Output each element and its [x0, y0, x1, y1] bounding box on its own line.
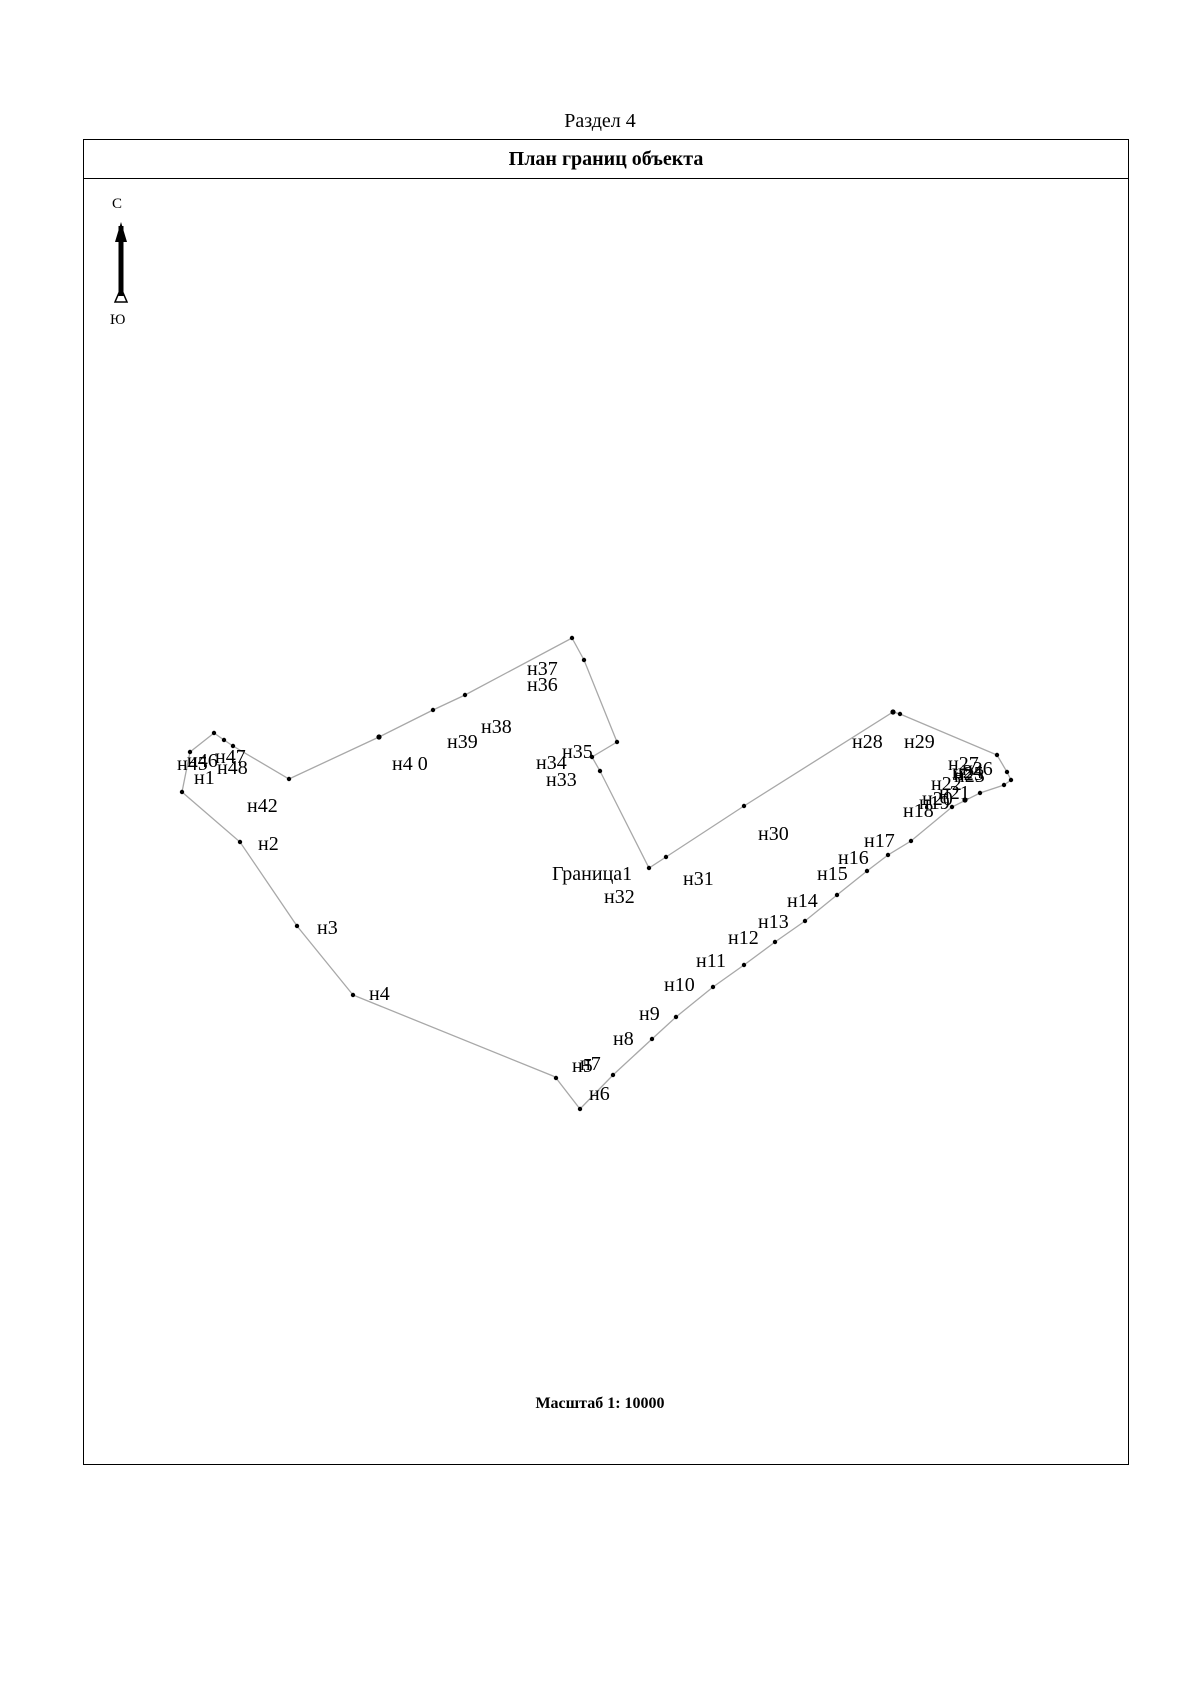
plan-frame: План границ объекта	[83, 139, 1129, 1465]
point-label: н36	[527, 674, 558, 696]
point-label: н4 0	[392, 753, 428, 775]
point-label: н7	[580, 1053, 601, 1075]
point-label: н26	[962, 758, 993, 780]
point-label: н24	[952, 761, 983, 783]
point-label: н18	[903, 800, 934, 822]
north-arrow-icon	[113, 222, 129, 303]
point-label: н37	[527, 658, 558, 680]
point-label: н39	[447, 731, 478, 753]
point-label: н46	[187, 750, 218, 772]
point-label: н2	[258, 833, 279, 855]
point-label: н42	[247, 795, 278, 817]
point-label: н34	[536, 752, 567, 774]
point-label: н6	[589, 1083, 610, 1105]
point-label: н8	[613, 1028, 634, 1050]
point-label: н21	[939, 782, 970, 804]
point-label: н31	[683, 868, 714, 890]
north-label: С	[112, 196, 123, 212]
point-label: н3	[317, 917, 338, 939]
boundary-points	[179, 635, 1014, 1112]
point-label: н22	[931, 773, 962, 795]
point-label: н10	[664, 974, 695, 996]
point-label: н13	[758, 911, 789, 933]
point-label: н14	[787, 890, 818, 912]
point-label: н15	[817, 863, 848, 885]
point-label: н17	[864, 830, 895, 852]
scale-label: Масштаб 1: 10000	[535, 1395, 665, 1412]
south-label: Ю	[110, 312, 126, 328]
point-label: н48	[217, 757, 248, 779]
point-label: Граница1	[552, 863, 632, 885]
point-label: н33	[546, 769, 577, 791]
point-label: н27	[948, 753, 979, 775]
point-label: н47	[215, 746, 246, 768]
point-label: н5	[572, 1055, 593, 1077]
point-label: н30	[758, 823, 789, 845]
point-label: н16	[838, 847, 869, 869]
point-label: н32	[604, 886, 635, 908]
point-label: н38	[481, 716, 512, 738]
point-label: н20	[922, 788, 953, 810]
point-label: н9	[639, 1003, 660, 1025]
point-label: н25	[953, 763, 984, 785]
point-label: н28	[852, 731, 883, 753]
point-label: н35	[562, 741, 593, 763]
point-label: н23	[954, 765, 985, 787]
point-label: н4	[369, 983, 390, 1005]
point-labels: н1 н2 н3 н4 н5 н6 н7 н8 н9 н10 н11 н12 н…	[177, 658, 993, 1105]
point-label: н45	[177, 753, 208, 775]
plan-table-header: План границ объекта	[84, 140, 1128, 179]
point-label: н11	[696, 950, 726, 972]
section-title: Раздел 4	[564, 110, 636, 132]
point-label: н19	[919, 792, 950, 814]
point-label: н12	[728, 927, 759, 949]
point-label: н1	[194, 767, 215, 789]
point-label: н29	[904, 731, 935, 753]
